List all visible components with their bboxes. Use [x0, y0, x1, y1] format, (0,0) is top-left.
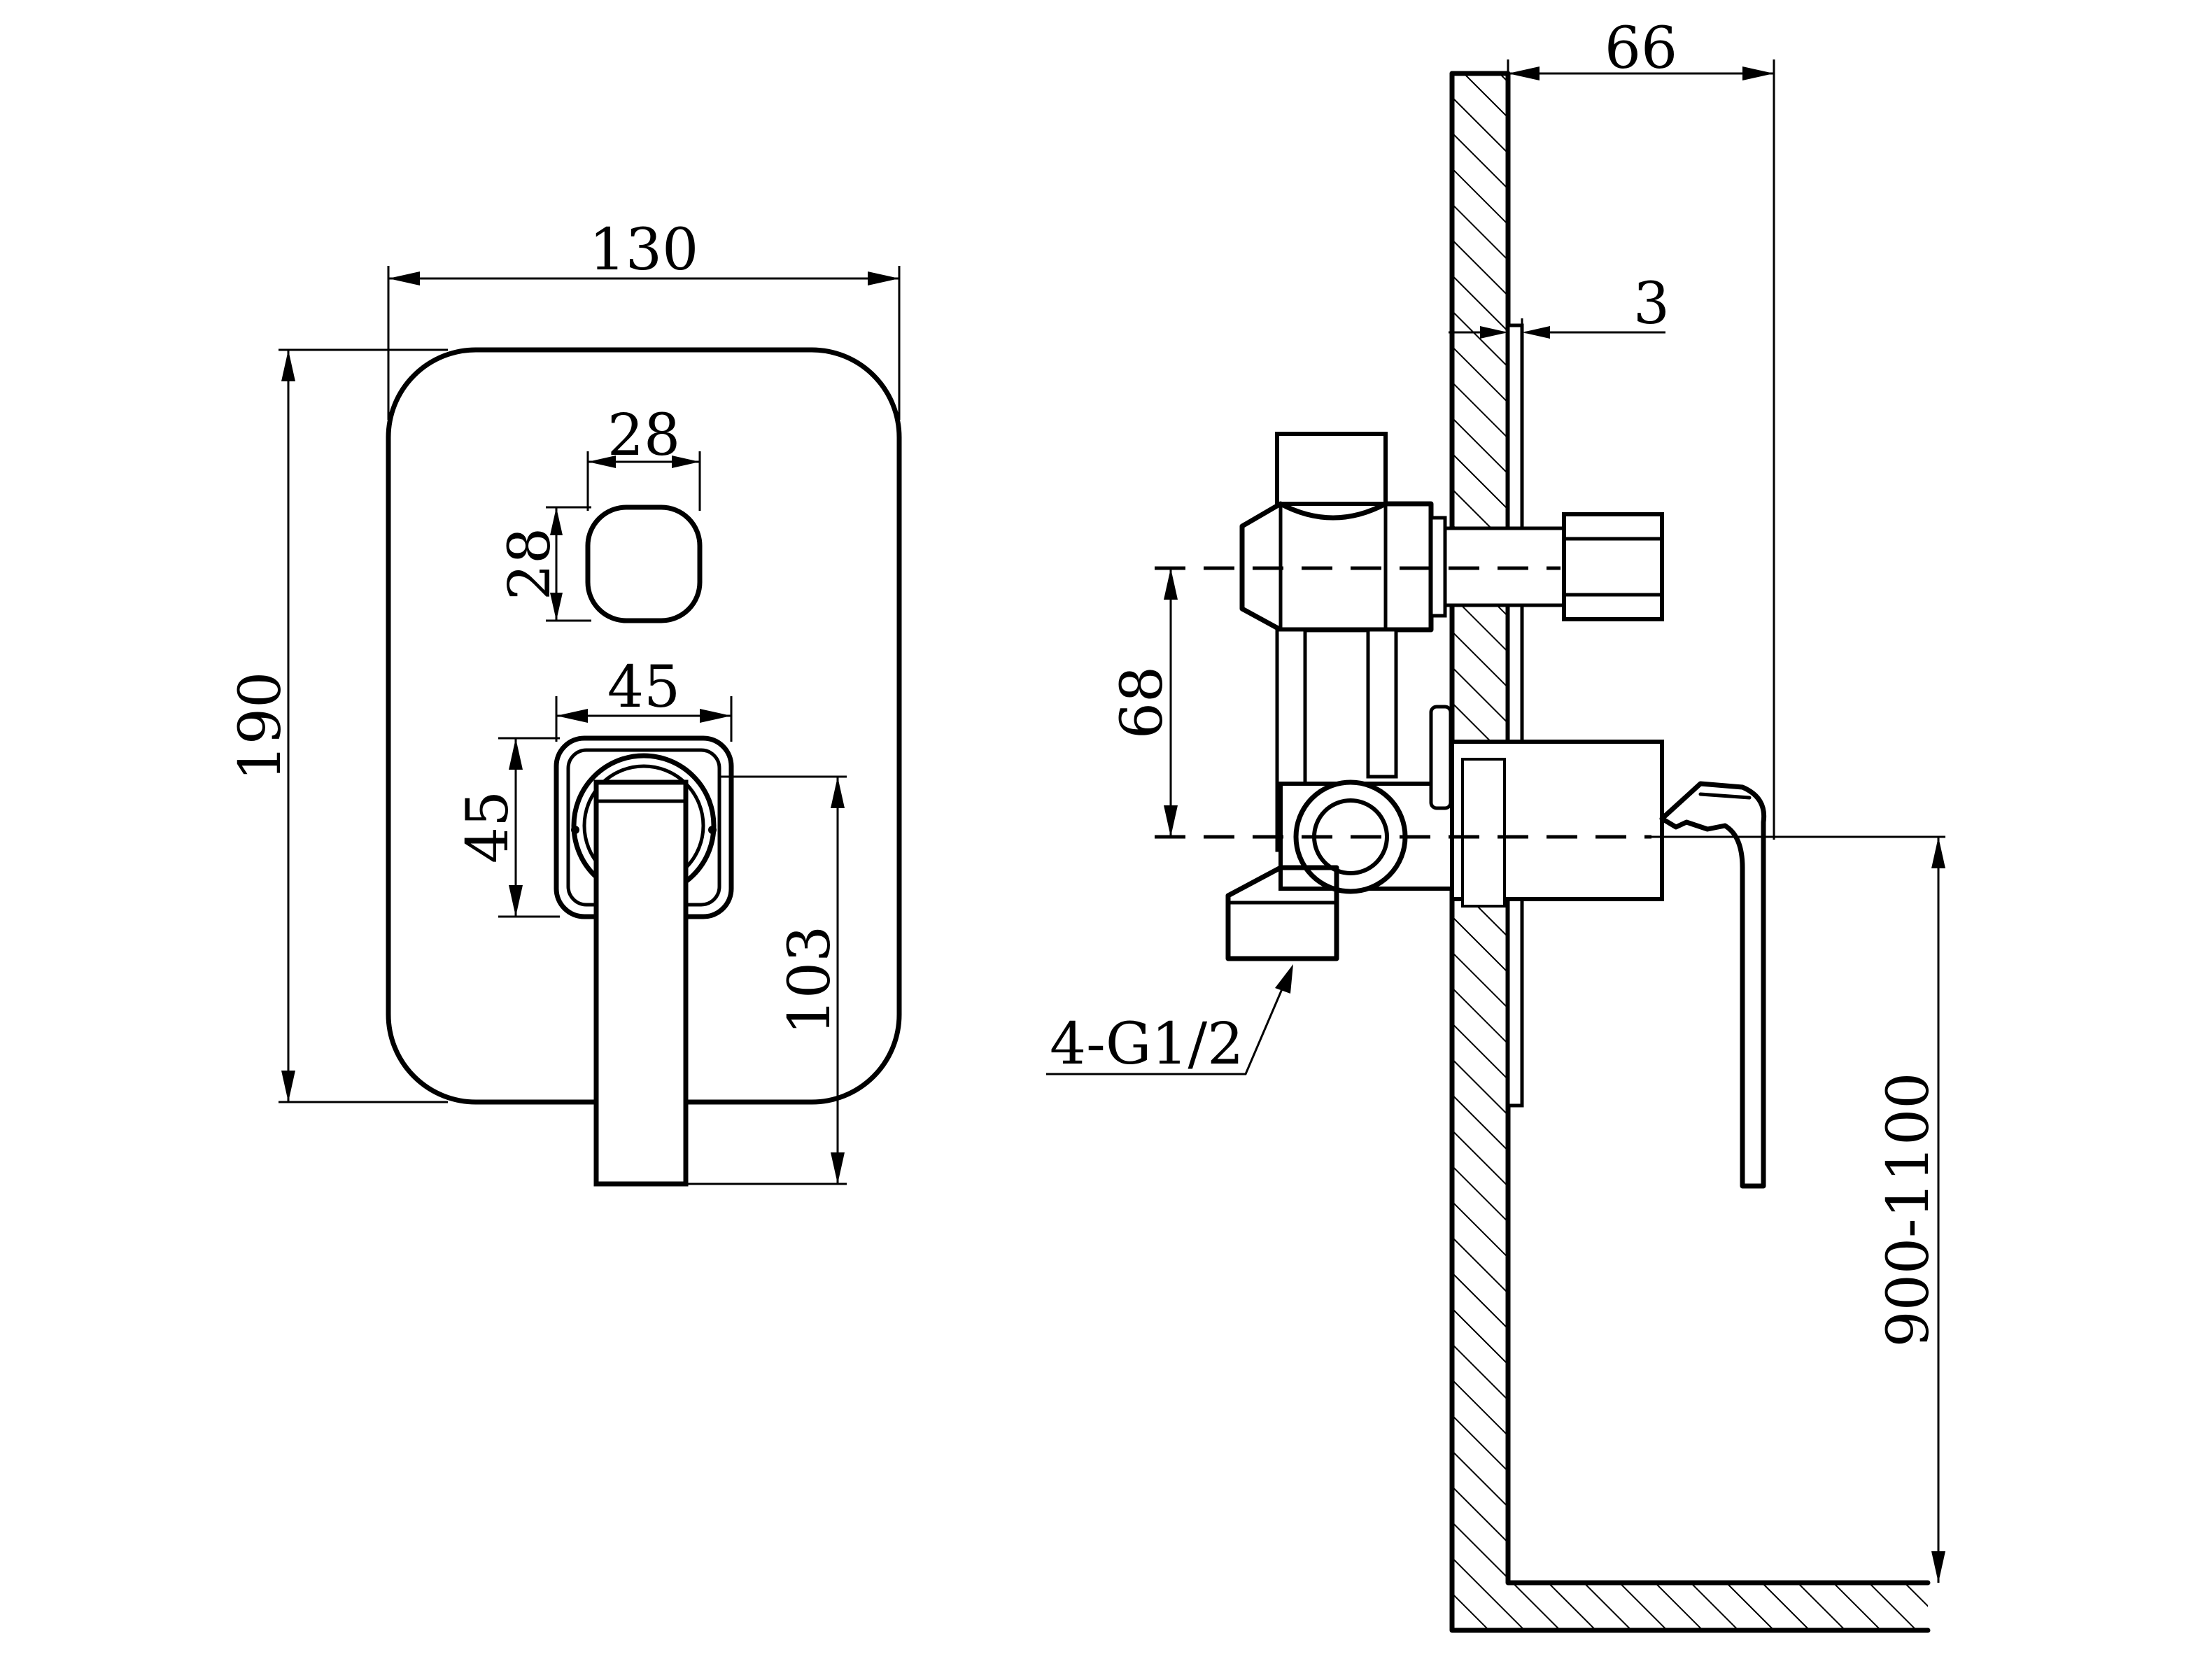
- dim-cartridge-height-label: 45: [455, 791, 521, 863]
- side-view: 66 3 68 900-1100: [1046, 15, 1945, 1633]
- diverter-button: [585, 504, 703, 623]
- dim-width-label: 130: [589, 217, 699, 283]
- dim-plate-thickness-label: 3: [1633, 271, 1670, 337]
- dim-cartridge-width-label: 45: [607, 654, 680, 721]
- dim-handle-drop: 103: [686, 775, 847, 1185]
- screw-dot-left: [571, 826, 579, 834]
- dim-cartridge-width: 45: [555, 654, 733, 742]
- dim-cartridge-height: 45: [455, 737, 560, 918]
- dim-height: 190: [227, 348, 448, 1103]
- dim-width: 130: [387, 217, 901, 420]
- dim-install-height-label: 900-1100: [1875, 1073, 1942, 1348]
- cover-plate-side: [1506, 323, 1524, 1108]
- dim-button-height-label: 28: [497, 528, 563, 600]
- front-view: 130 190 28 28: [227, 217, 902, 1187]
- dim-handle-drop-label: 103: [777, 926, 843, 1036]
- dim-port-spacing-label: 68: [1109, 666, 1176, 739]
- dim-depth-label: 66: [1605, 15, 1677, 82]
- connection-label: 4-G1/2: [1050, 1011, 1244, 1078]
- lever-handle-side: [1659, 781, 1767, 1189]
- valve-body: [1225, 432, 1664, 961]
- connection-callout: 4-G1/2: [1046, 964, 1293, 1078]
- dim-button-width-label: 28: [607, 402, 680, 469]
- hex-nut: [1562, 512, 1664, 621]
- lever-handle: [593, 779, 689, 1187]
- dim-depth: 66: [1507, 15, 1775, 840]
- dim-button-width: 28: [586, 402, 701, 511]
- dim-height-label: 190: [227, 672, 294, 782]
- dim-install-height: 900-1100: [1875, 837, 1945, 1583]
- dim-button-height: 28: [497, 506, 591, 622]
- dim-port-spacing: 68: [1109, 567, 1179, 837]
- screw-dot-right: [708, 826, 717, 834]
- dim-plate-thickness: 3: [1449, 271, 1670, 343]
